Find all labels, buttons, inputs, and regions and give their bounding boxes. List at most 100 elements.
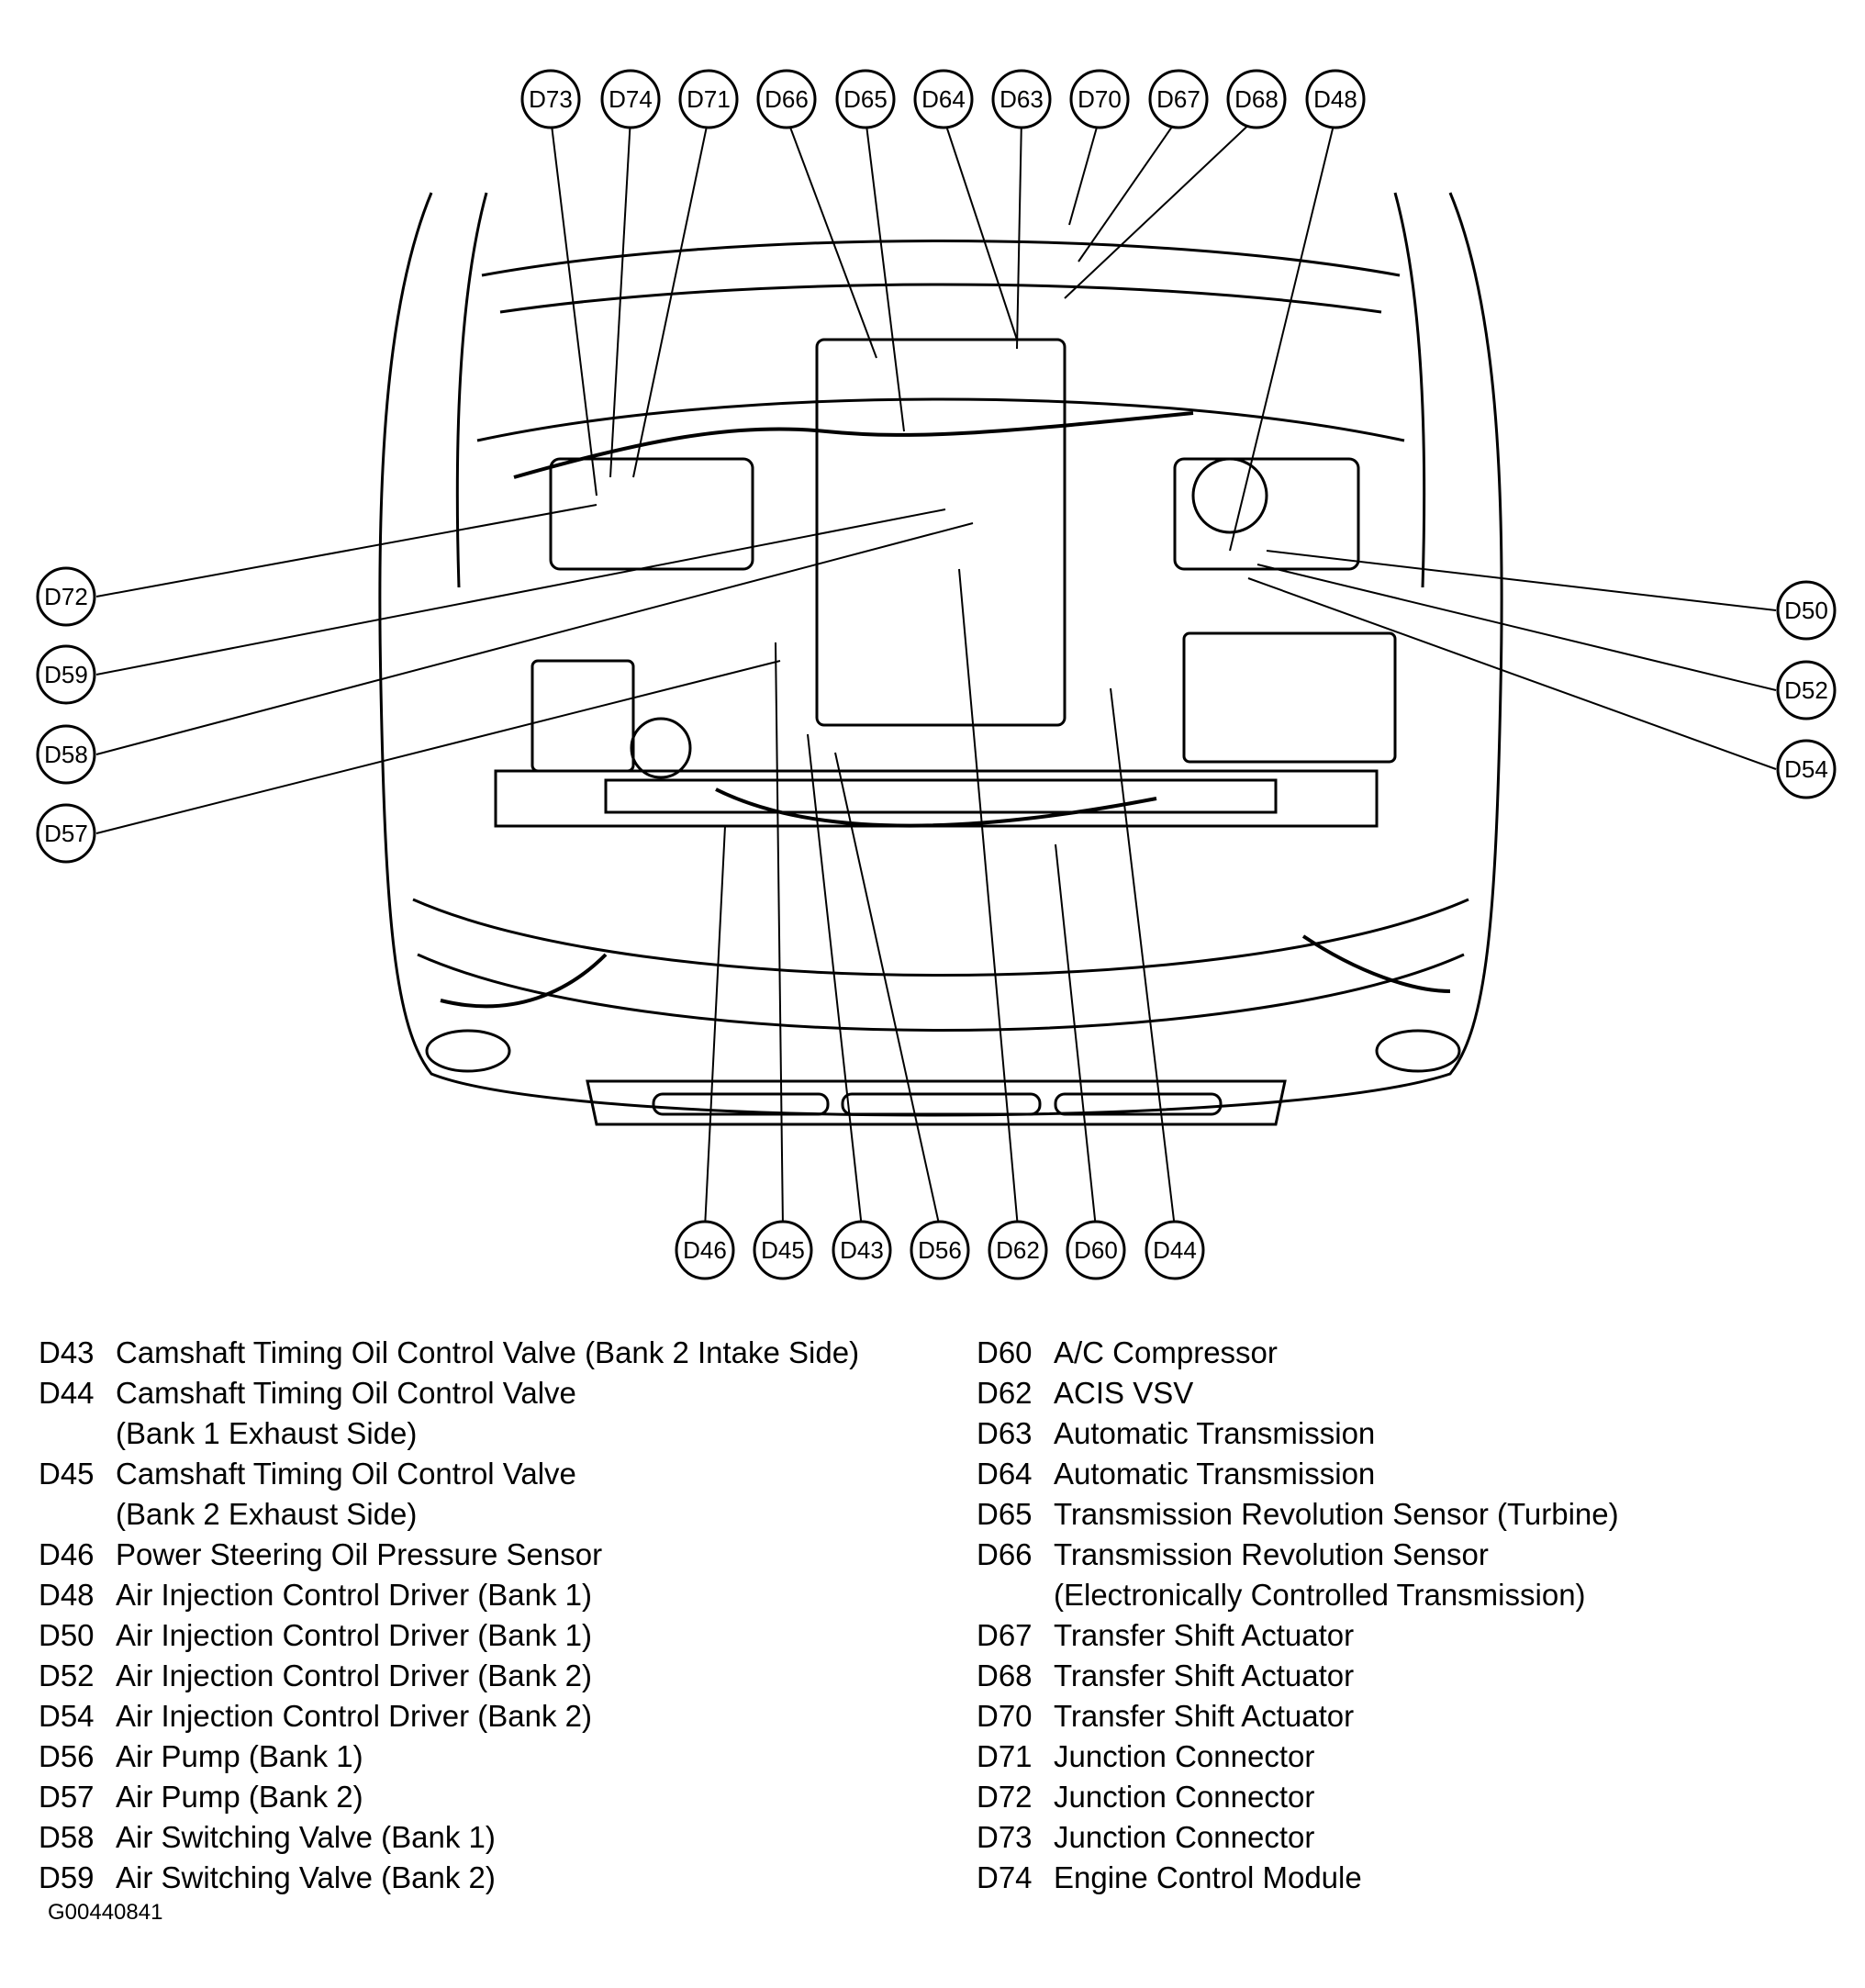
legend-code: D50 xyxy=(39,1618,95,1652)
legend-code: D48 xyxy=(39,1578,95,1612)
callout-d62: D62 xyxy=(988,1220,1048,1280)
callout-d59: D59 xyxy=(36,644,96,705)
legend-desc: A/C Compressor xyxy=(1054,1335,1278,1369)
callout-d73: D73 xyxy=(520,69,581,129)
callouts-left: D72 D59 D58 D57 xyxy=(36,566,96,864)
svg-text:D68: D68 xyxy=(1234,85,1279,113)
legend-code: D57 xyxy=(39,1780,95,1814)
legend-code: D72 xyxy=(977,1780,1033,1814)
legend-row: D48 Air Injection Control Driver (Bank 1) xyxy=(39,1575,938,1615)
legend-row: D65 Transmission Revolution Sensor (Turbi… xyxy=(977,1494,1848,1535)
svg-text:D64: D64 xyxy=(921,85,966,113)
callout-d72: D72 xyxy=(36,566,96,627)
callout-d52: D52 xyxy=(1776,660,1837,720)
legend-desc: Air Pump (Bank 1) xyxy=(116,1739,363,1773)
legend-desc: Transmission Revolution Sensor xyxy=(1054,1537,1489,1571)
legend-row: D60 A/C Compressor xyxy=(977,1333,1848,1373)
legend-desc: Junction Connector xyxy=(1054,1739,1315,1773)
callout-d65: D65 xyxy=(835,69,896,129)
legend-code: D64 xyxy=(977,1457,1033,1491)
callout-d66: D66 xyxy=(756,69,817,129)
legend-code: D66 xyxy=(977,1537,1033,1571)
legend-desc: Camshaft Timing Oil Control Valve (Bank … xyxy=(116,1335,860,1369)
legend-code: D58 xyxy=(39,1820,95,1854)
legend-code: D68 xyxy=(977,1659,1033,1692)
legend-row: D70 Transfer Shift Actuator xyxy=(977,1696,1848,1737)
svg-text:D72: D72 xyxy=(44,583,88,610)
legend-desc: Air Injection Control Driver (Bank 2) xyxy=(116,1659,593,1692)
legend-desc: Transfer Shift Actuator xyxy=(1054,1659,1355,1692)
callout-d45: D45 xyxy=(753,1220,813,1280)
legend-desc: Transfer Shift Actuator xyxy=(1054,1699,1355,1733)
legend-desc: Air Switching Valve (Bank 2) xyxy=(116,1860,496,1894)
callout-d58: D58 xyxy=(36,724,96,785)
legend-code: D71 xyxy=(977,1739,1033,1773)
legend-code: D43 xyxy=(39,1335,95,1369)
legend-desc: (Bank 1 Exhaust Side) xyxy=(116,1416,418,1450)
legend-code: D70 xyxy=(977,1699,1033,1733)
legend-desc: Transmission Revolution Sensor (Turbine) xyxy=(1054,1497,1619,1531)
svg-text:D59: D59 xyxy=(44,661,88,688)
legend-desc: Air Injection Control Driver (Bank 2) xyxy=(116,1699,593,1733)
legend-row: D71 Junction Connector xyxy=(977,1737,1848,1777)
legend-code: D73 xyxy=(977,1820,1033,1854)
legend-code: D59 xyxy=(39,1860,95,1894)
legend-desc: Air Injection Control Driver (Bank 1) xyxy=(116,1618,593,1652)
legend-row: D43 Camshaft Timing Oil Control Valve (Ba… xyxy=(39,1333,938,1373)
legend-desc: Transfer Shift Actuator xyxy=(1054,1618,1355,1652)
callout-d64: D64 xyxy=(913,69,974,129)
legend-code: D52 xyxy=(39,1659,95,1692)
legend-row-continuation: D00(Bank 1 Exhaust Side) xyxy=(39,1413,938,1454)
legend-desc: (Bank 2 Exhaust Side) xyxy=(116,1497,418,1531)
legend-code: D60 xyxy=(977,1335,1033,1369)
legend-row: D68 Transfer Shift Actuator xyxy=(977,1656,1848,1696)
legend-code: D74 xyxy=(977,1860,1033,1894)
svg-text:D60: D60 xyxy=(1074,1236,1118,1264)
callout-d46: D46 xyxy=(675,1220,735,1280)
callout-d56: D56 xyxy=(910,1220,970,1280)
legend-code: D54 xyxy=(39,1699,95,1733)
svg-text:D67: D67 xyxy=(1156,85,1201,113)
legend-desc: Air Pump (Bank 2) xyxy=(116,1780,363,1814)
legend-desc: Power Steering Oil Pressure Sensor xyxy=(116,1537,603,1571)
legend-desc: Air Injection Control Driver (Bank 1) xyxy=(116,1578,593,1612)
legend-row: D59 Air Switching Valve (Bank 2) xyxy=(39,1858,938,1898)
legend-desc: Engine Control Module xyxy=(1054,1860,1362,1894)
callout-d68: D68 xyxy=(1226,69,1287,129)
callout-d48: D48 xyxy=(1305,69,1366,129)
callout-d74: D74 xyxy=(600,69,661,129)
legend-code: D65 xyxy=(977,1497,1033,1531)
legend-row-continuation: D00(Electronically Controlled Transmissi… xyxy=(977,1575,1848,1615)
svg-text:D70: D70 xyxy=(1078,85,1122,113)
callout-d60: D60 xyxy=(1066,1220,1126,1280)
svg-text:D58: D58 xyxy=(44,741,88,768)
svg-text:D43: D43 xyxy=(840,1236,884,1264)
callouts-right: D50 D52 D54 xyxy=(1776,580,1837,799)
legend-desc: (Electronically Controlled Transmission) xyxy=(1054,1578,1586,1612)
legend-code: D45 xyxy=(39,1457,95,1491)
legend-row: D50 Air Injection Control Driver (Bank 1) xyxy=(39,1615,938,1656)
svg-text:D50: D50 xyxy=(1784,597,1828,624)
legend-row: D74 Engine Control Module xyxy=(977,1858,1848,1898)
svg-text:D44: D44 xyxy=(1153,1236,1197,1264)
svg-text:D73: D73 xyxy=(529,85,573,113)
svg-text:D63: D63 xyxy=(1000,85,1044,113)
svg-text:D66: D66 xyxy=(765,85,809,113)
svg-text:D52: D52 xyxy=(1784,676,1828,704)
legend-code: D44 xyxy=(39,1376,95,1410)
svg-text:D57: D57 xyxy=(44,820,88,847)
callout-d43: D43 xyxy=(832,1220,892,1280)
vehicle-outline xyxy=(378,192,1503,1126)
callout-d63: D63 xyxy=(991,69,1052,129)
svg-text:D45: D45 xyxy=(761,1236,805,1264)
legend-code: D63 xyxy=(977,1416,1033,1450)
figure-id: G00440841 xyxy=(48,1900,163,1925)
